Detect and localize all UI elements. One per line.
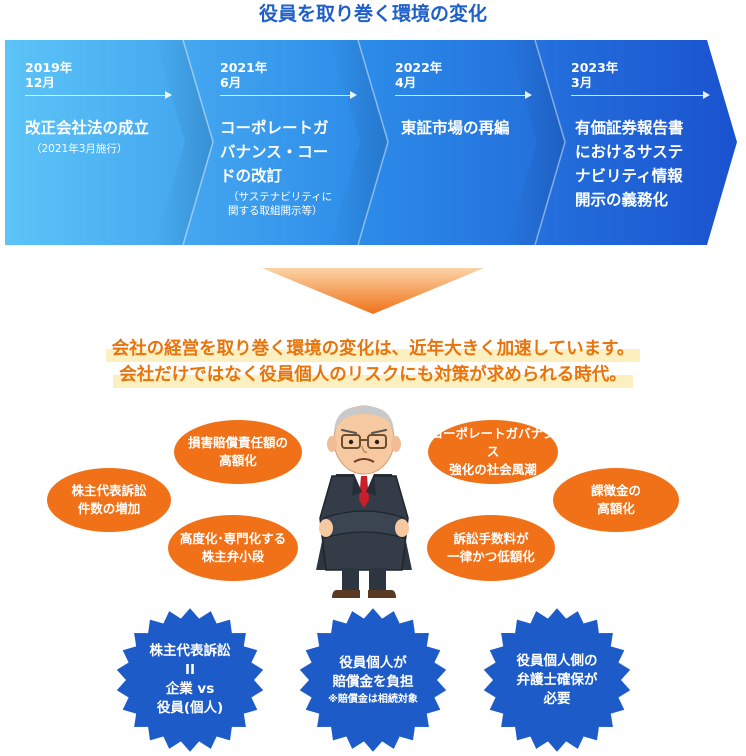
- factor-oval-surcharge: 課徴金の 高額化: [553, 468, 679, 532]
- step-month: 3月: [571, 75, 593, 90]
- burst-line: 役員個人側の: [516, 652, 598, 669]
- consequence-burst-lawsuit: 株主代表訴訟 II 企業 vs 役員(個人): [110, 605, 270, 755]
- arrowhead-icon: [165, 91, 172, 99]
- factor-text: コーポレートガバナンス 強化の社会風潮: [430, 426, 556, 477]
- step-event: 東証市場の再編: [401, 119, 510, 137]
- factor-oval-governance: コーポレートガバナンス 強化の社会風潮: [428, 420, 558, 484]
- burst-line: 役員個人が: [339, 654, 407, 671]
- worried-executive-figure: [316, 405, 412, 598]
- factor-text: 損害賠償責任額の 高額化: [187, 435, 288, 468]
- timeline-step-2019: 2019年 12月 改正会社法の成立 （2021年3月施行）: [25, 40, 180, 245]
- step-year: 2022年: [395, 60, 443, 75]
- step-event: 改正会社法の成立: [25, 119, 150, 137]
- factor-text: 株主代表訴訟 件数の増加: [71, 483, 147, 516]
- factor-oval-shareholder-counsel: 高度化･専門化する 株主弁小段: [168, 515, 298, 581]
- burst-line: II: [184, 662, 196, 678]
- starburst-outline: [299, 608, 447, 752]
- burst-line: 必要: [543, 690, 571, 707]
- arrowhead-icon: [350, 91, 357, 99]
- factor-text: 訴訟手数料が 一律かつ低額化: [447, 531, 535, 564]
- burst-line: 役員(個人): [156, 700, 224, 716]
- factor-text: 課徴金の 高額化: [590, 483, 641, 516]
- burst-note: ※賠償金は相続対象: [328, 693, 418, 705]
- step-month: 4月: [395, 75, 417, 90]
- message-line-1: 会社の経営を取り巻く環境の変化は、近年大きく加速しています。: [105, 336, 641, 362]
- page-title: 役員を取り巻く環境の変化: [258, 3, 487, 25]
- step-event: 有価証券報告書 におけるサステ ナビリティ情報 開示の義務化: [575, 119, 684, 209]
- date-line: [571, 95, 703, 96]
- step-year: 2023年: [571, 60, 619, 75]
- timeline: 2019年 12月 改正会社法の成立 （2021年3月施行） 2021年 6月 …: [5, 40, 737, 245]
- step-month: 6月: [220, 75, 242, 90]
- timeline-step-2022: 2022年 4月 東証市場の再編: [395, 40, 540, 245]
- consequence-burst-lawyer: 役員個人側の 弁護士確保が 必要: [477, 605, 637, 755]
- date-line: [25, 95, 165, 96]
- factor-oval-filing-fee: 訴訟手数料が 一律かつ低額化: [427, 515, 555, 581]
- step-event: コーポレートガ バナンス・コー ドの改訂: [220, 119, 329, 185]
- date-line: [395, 95, 525, 96]
- burst-line: 賠償金を負担: [332, 673, 414, 690]
- down-arrow-icon: [262, 268, 484, 314]
- step-month: 12月: [25, 75, 55, 90]
- timeline-step-2021: 2021年 6月 コーポレートガ バナンス・コー ドの改訂 （サステナビリティに…: [220, 40, 365, 245]
- arrowhead-icon: [525, 91, 532, 99]
- step-note: （2021年3月施行）: [31, 143, 128, 155]
- key-message: 会社の経営を取り巻く環境の変化は、近年大きく加速しています。 会社だけではなく役…: [0, 336, 746, 388]
- starburst-shape: [483, 608, 631, 752]
- starburst-shape: [116, 608, 264, 752]
- factor-oval-derivative-suits: 株主代表訴訟 件数の増加: [47, 468, 171, 532]
- starburst-outline: [483, 608, 631, 752]
- step-year: 2019年: [25, 60, 73, 75]
- consequence-burst-compensation: 役員個人が 賠償金を負担 ※賠償金は相続対象: [293, 605, 453, 755]
- burst-line: 株主代表訴訟: [149, 643, 231, 659]
- factor-text: 高度化･専門化する 株主弁小段: [179, 531, 287, 564]
- step-year: 2021年: [220, 60, 268, 75]
- arrowhead-icon: [703, 91, 710, 99]
- burst-line: 企業 vs: [165, 681, 215, 697]
- timeline-step-2023: 2023年 3月 有価証券報告書 におけるサステ ナビリティ情報 開示の義務化: [571, 40, 721, 245]
- timeline-band: [5, 40, 737, 245]
- factor-oval-damages: 損害賠償責任額の 高額化: [174, 420, 302, 484]
- starburst-outline: [116, 608, 264, 752]
- step-note: （サステナビリティに 関する取組開示等）: [228, 191, 333, 217]
- starburst-shape: [299, 608, 447, 752]
- message-line-2: 会社だけではなく役員個人のリスクにも対策が求められる時代。: [113, 362, 633, 388]
- burst-line: 弁護士確保が: [516, 671, 598, 688]
- date-line: [220, 95, 350, 96]
